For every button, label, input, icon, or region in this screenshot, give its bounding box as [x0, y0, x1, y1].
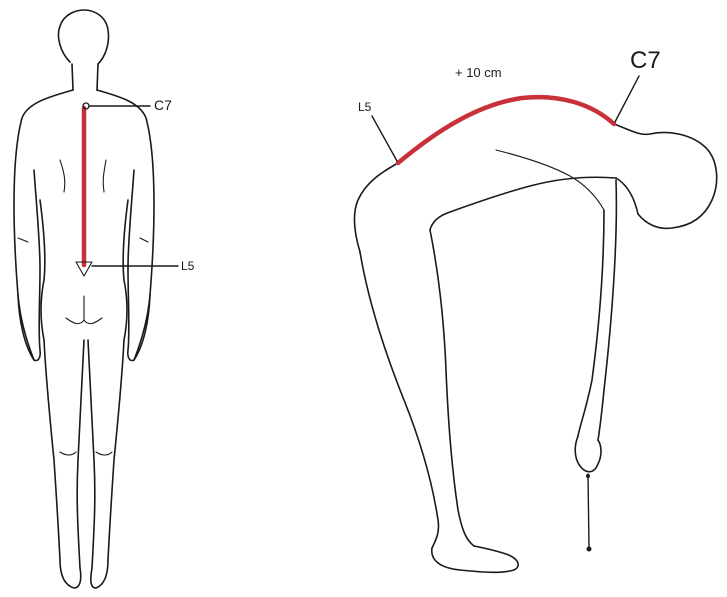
- standing-neck: [72, 64, 98, 90]
- bending-figure: [354, 124, 716, 572]
- standing-l5-label: L5: [181, 259, 195, 273]
- standing-back-mark-left: [18, 238, 28, 242]
- standing-right-inner-leg: [88, 340, 95, 568]
- standing-figure: [14, 10, 154, 588]
- bending-l5-leader: [372, 116, 397, 161]
- bending-hand: [575, 436, 601, 472]
- bending-c7-leader: [615, 76, 639, 122]
- standing-scapula-right: [103, 160, 106, 192]
- bending-leg-back: [360, 252, 439, 548]
- standing-right-leg: [91, 340, 124, 588]
- bending-head: [614, 124, 717, 228]
- standing-left-hand: [18, 268, 40, 361]
- bending-c7-label: C7: [630, 47, 661, 74]
- bending-l5-label: L5: [358, 100, 372, 114]
- standing-c7-label: C7: [154, 97, 172, 113]
- bending-arm-back: [578, 210, 604, 436]
- bending-thigh-front: [430, 230, 474, 546]
- standing-left-leg: [44, 340, 81, 588]
- standing-knee-left: [60, 452, 76, 455]
- bending-arm-front: [598, 180, 616, 440]
- bending-back: [354, 163, 398, 252]
- standing-right-hand: [128, 268, 150, 361]
- standing-head: [58, 10, 108, 64]
- bending-shoulder-line: [496, 150, 604, 210]
- bending-measurement-label: + 10 cm: [455, 65, 502, 80]
- bending-neck-front: [616, 178, 638, 214]
- standing-scapula-left: [60, 160, 65, 192]
- fingertip-floor-point: [587, 547, 592, 552]
- standing-left-inner-leg: [77, 340, 84, 568]
- bending-chest: [430, 177, 616, 230]
- fingertip-floor-line: [588, 474, 589, 548]
- fingertip-top-point: [586, 474, 590, 478]
- standing-knee-right: [96, 452, 112, 455]
- bending-foot: [432, 546, 518, 572]
- standing-back-mark-right: [140, 238, 148, 242]
